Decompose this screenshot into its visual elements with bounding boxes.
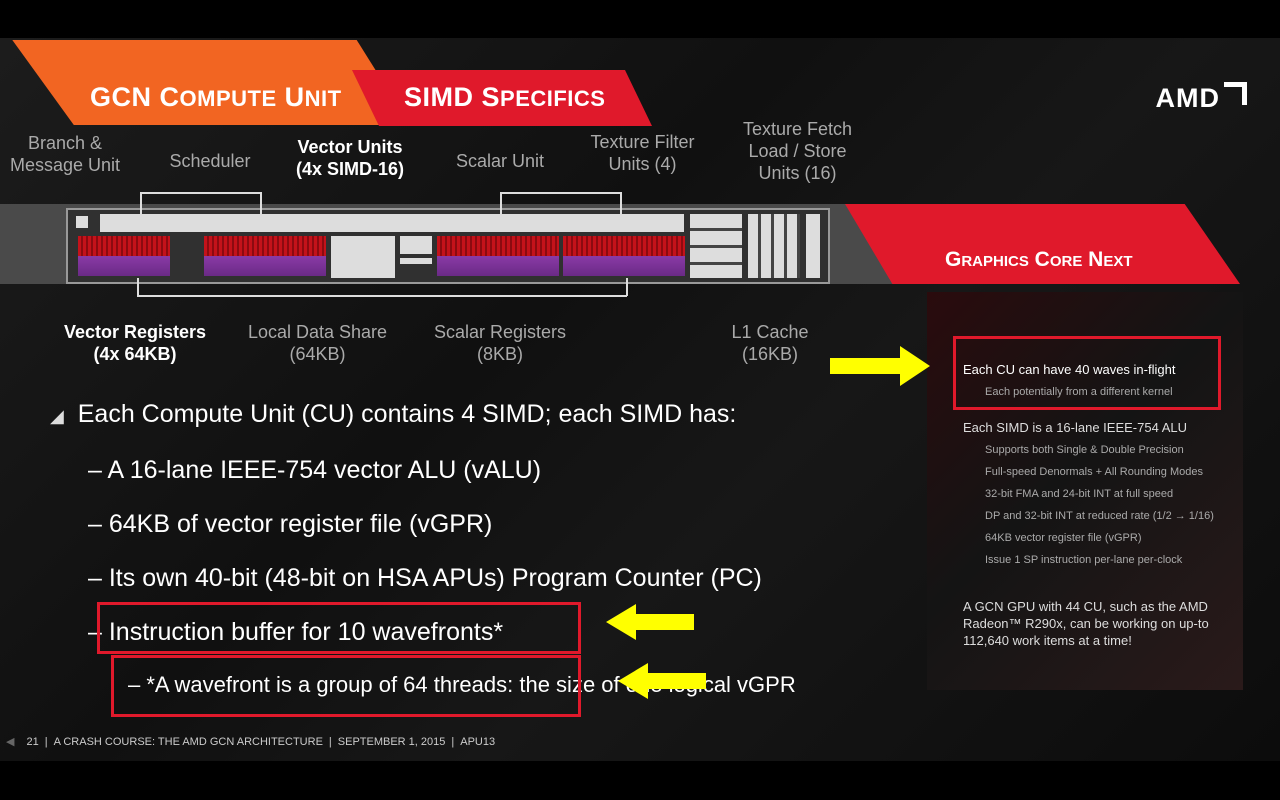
texture-fetch-block — [748, 214, 800, 278]
thumb-b1: Each CU can have 40 waves in-flight — [963, 362, 1176, 377]
branch-block — [76, 216, 88, 228]
thumb-b2s-2: 32-bit FMA and 24-bit INT at full speed — [985, 488, 1174, 500]
connector — [140, 192, 142, 222]
simd-3 — [563, 236, 685, 276]
header-title-left: GCN COMPUTE UNIT — [90, 82, 342, 112]
thumb-b1s: Each potentially from a different kernel — [985, 386, 1173, 398]
connector — [500, 192, 621, 194]
yellow-arrow-left-icon — [618, 663, 706, 699]
footer-date: SEPTEMBER 1, 2015 — [337, 736, 446, 748]
scalar-reg-block — [400, 258, 432, 264]
header-tab-right: SIMD SPECIFICS — [352, 70, 652, 126]
connector — [500, 192, 502, 222]
connector — [626, 278, 628, 296]
amd-logo: AMD — [1156, 82, 1247, 114]
connector — [140, 192, 261, 194]
connector — [620, 192, 622, 222]
texture-filter-block — [690, 214, 742, 278]
thumb-b2s-0: Supports both Single & Double Precision — [985, 444, 1184, 456]
footer-event: APU13 — [460, 736, 496, 748]
yellow-arrow-left-icon — [606, 604, 694, 640]
header-title-right: SIMD SPECIFICS — [404, 82, 606, 112]
label-branch: Branch & Message Unit — [9, 133, 121, 175]
thumb-b2s-5: Issue 1 SP instruction per-lane per-cloc… — [985, 554, 1183, 566]
footer: ◀21|A CRASH COURSE: THE AMD GCN ARCHITEC… — [6, 736, 496, 748]
scheduler-block — [100, 214, 684, 232]
lds-block — [331, 236, 395, 278]
gcn-thumbnail: Each CU can have 40 waves in-flight Each… — [927, 292, 1243, 690]
simd-2 — [437, 236, 559, 276]
simd-1 — [204, 236, 326, 276]
footer-page: 21 — [26, 736, 39, 748]
label-lds: Local Data Share (64KB) — [247, 322, 388, 364]
label-texture-filter: Texture Filter Units (4) — [590, 132, 695, 174]
cu-diagram — [66, 208, 830, 284]
amd-arrow-icon — [1224, 82, 1247, 105]
thumb-b2s-1: Full-speed Denormals + All Rounding Mode… — [985, 466, 1203, 478]
gcn-banner: Graphics Core Next — [845, 204, 1240, 284]
label-texture-fetch: Texture Fetch Load / Store Units (16) — [742, 119, 853, 183]
l1-cache-block — [806, 214, 820, 278]
bullet-ibuffer: – Instruction buffer for 10 wavefronts* — [88, 618, 504, 646]
connector — [137, 278, 139, 296]
ibuffer-highlight-box — [97, 602, 581, 654]
connector — [137, 295, 627, 297]
bullet-vgpr: – 64KB of vector register file (vGPR) — [88, 510, 493, 538]
header-tab-left: GCN COMPUTE UNIT — [12, 40, 410, 125]
footer-title: A CRASH COURSE: THE AMD GCN ARCHITECTURE — [53, 736, 323, 748]
footer-back-icon: ◀ — [6, 736, 15, 748]
label-scalar-unit: Scalar Unit — [455, 151, 545, 171]
connector — [260, 192, 262, 222]
simd-0 — [78, 236, 170, 276]
label-vector-units: Vector Units (4x SIMD-16) — [295, 137, 405, 179]
thumb-b2s-3: DP and 32-bit INT at reduced rate (1/2 →… — [985, 510, 1214, 522]
slide: GCN COMPUTE UNIT SIMD SPECIFICS AMD Bran… — [0, 38, 1280, 761]
thumb-b3: A GCN GPU with 44 CU, such as the AMD Ra… — [963, 599, 1209, 648]
yellow-arrow-right-icon — [830, 346, 930, 386]
label-vector-registers: Vector Registers (4x 64KB) — [63, 322, 207, 364]
thumb-b2: Each SIMD is a 16-lane IEEE-754 ALU — [963, 420, 1188, 435]
wavefront-highlight-box — [111, 655, 581, 717]
label-scalar-registers: Scalar Registers (8KB) — [433, 322, 567, 364]
thumb-b2s-4: 64KB vector register file (vGPR) — [985, 532, 1142, 544]
bullet-pc: – Its own 40-bit (48-bit on HSA APUs) Pr… — [88, 564, 762, 592]
bullet-valu: – A 16-lane IEEE-754 vector ALU (vALU) — [88, 456, 542, 484]
scalar-unit-block — [400, 236, 432, 254]
thumb-highlight-box — [953, 336, 1221, 410]
label-scheduler: Scheduler — [169, 151, 251, 171]
bullet-main: ◢ Each Compute Unit (CU) contains 4 SIMD… — [50, 400, 737, 428]
label-l1-cache: L1 Cache (16KB) — [731, 322, 809, 364]
